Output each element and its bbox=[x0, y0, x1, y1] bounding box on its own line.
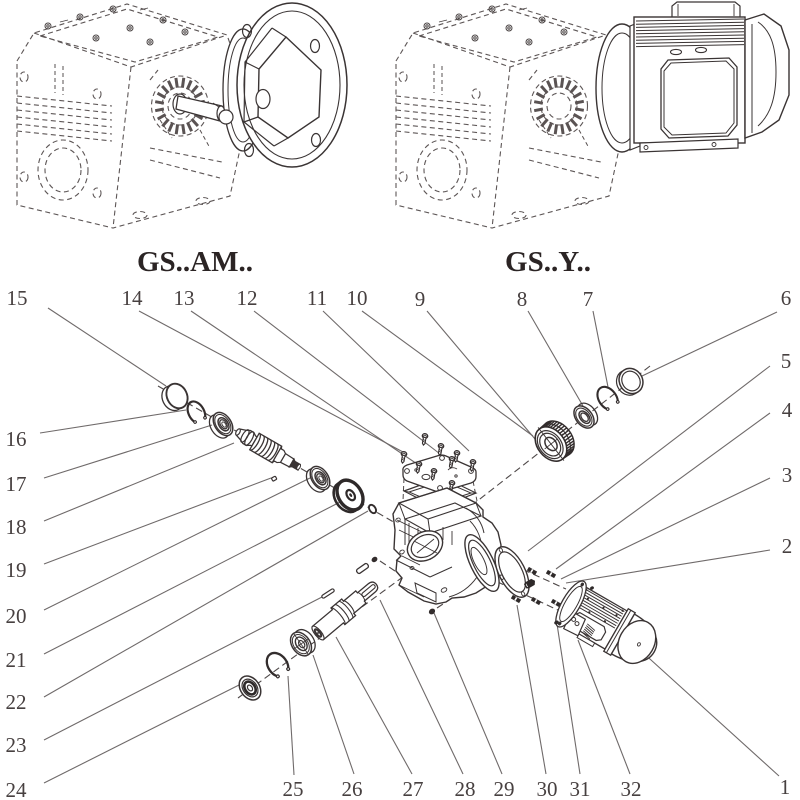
svg-text:16: 16 bbox=[6, 427, 27, 451]
svg-text:26: 26 bbox=[342, 777, 363, 800]
svg-text:6: 6 bbox=[781, 286, 792, 310]
svg-text:23: 23 bbox=[6, 733, 27, 757]
svg-text:1: 1 bbox=[780, 775, 791, 799]
svg-text:32: 32 bbox=[621, 777, 642, 800]
svg-text:9: 9 bbox=[415, 287, 426, 311]
svg-text:GS..Y..: GS..Y.. bbox=[505, 246, 591, 278]
svg-text:13: 13 bbox=[174, 286, 195, 310]
svg-text:19: 19 bbox=[6, 558, 27, 582]
svg-text:10: 10 bbox=[347, 286, 368, 310]
svg-text:17: 17 bbox=[6, 472, 27, 496]
svg-text:20: 20 bbox=[6, 604, 27, 628]
svg-text:24: 24 bbox=[6, 778, 28, 800]
svg-text:25: 25 bbox=[283, 777, 304, 800]
svg-text:3: 3 bbox=[782, 463, 793, 487]
svg-text:4: 4 bbox=[782, 398, 793, 422]
svg-text:8: 8 bbox=[517, 287, 528, 311]
svg-text:18: 18 bbox=[6, 515, 27, 539]
svg-text:21: 21 bbox=[6, 648, 27, 672]
svg-text:7: 7 bbox=[583, 287, 594, 311]
svg-text:GS..AM..: GS..AM.. bbox=[137, 246, 253, 278]
svg-text:11: 11 bbox=[307, 286, 327, 310]
svg-text:30: 30 bbox=[537, 777, 558, 800]
svg-text:2: 2 bbox=[782, 534, 793, 558]
svg-text:27: 27 bbox=[403, 777, 424, 800]
svg-text:14: 14 bbox=[122, 286, 144, 310]
svg-text:12: 12 bbox=[237, 286, 258, 310]
svg-text:29: 29 bbox=[494, 777, 515, 800]
svg-text:31: 31 bbox=[570, 777, 591, 800]
svg-text:22: 22 bbox=[6, 690, 27, 714]
svg-text:28: 28 bbox=[455, 777, 476, 800]
svg-text:5: 5 bbox=[781, 349, 792, 373]
svg-text:15: 15 bbox=[7, 286, 28, 310]
